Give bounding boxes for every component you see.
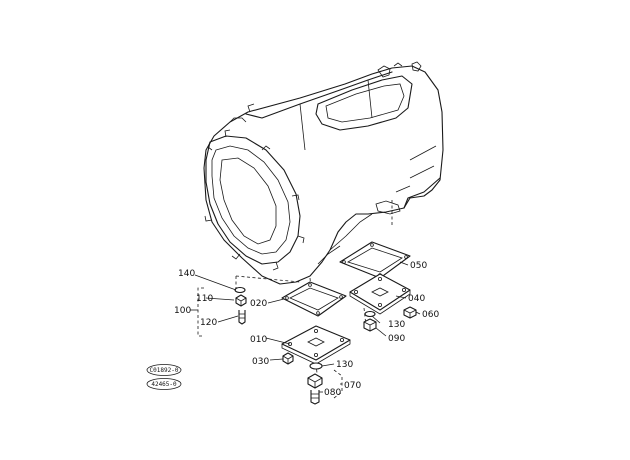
stamp-top-oval (146, 364, 182, 376)
reference-stamps: C01892-0 42465-0 (146, 364, 182, 390)
label-020: 020 (250, 299, 267, 309)
part-050-gasket (339, 241, 411, 279)
label-130-right: 130 (388, 320, 405, 330)
stamp-top-text: C01892-0 (150, 367, 179, 374)
part-060-bolt (403, 306, 417, 319)
label-060: 060 (422, 310, 439, 320)
label-010: 010 (250, 335, 267, 345)
part-030-bolt (282, 352, 294, 365)
label-110: 110 (196, 294, 213, 304)
part-020-gasket (281, 281, 347, 317)
part-040-cover (349, 273, 411, 315)
label-100: 100 (174, 306, 191, 316)
label-090: 090 (388, 334, 405, 344)
label-120: 120 (200, 318, 217, 328)
part-090-plug (363, 310, 377, 332)
label-140: 140 (178, 269, 195, 279)
stamp-bottom-text: 42465-0 (151, 381, 177, 388)
part-100-assembly (197, 286, 247, 337)
part-070-drain-assembly (307, 362, 323, 405)
transmission-case (203, 61, 444, 285)
label-080: 080 (324, 388, 341, 398)
label-050: 050 (410, 261, 427, 271)
label-040: 040 (408, 294, 425, 304)
label-130-center: 130 (336, 360, 353, 370)
stamp-bottom-oval (146, 378, 182, 390)
leader-lines (190, 261, 421, 393)
label-070: 070 (344, 381, 361, 391)
label-030: 030 (252, 357, 269, 367)
